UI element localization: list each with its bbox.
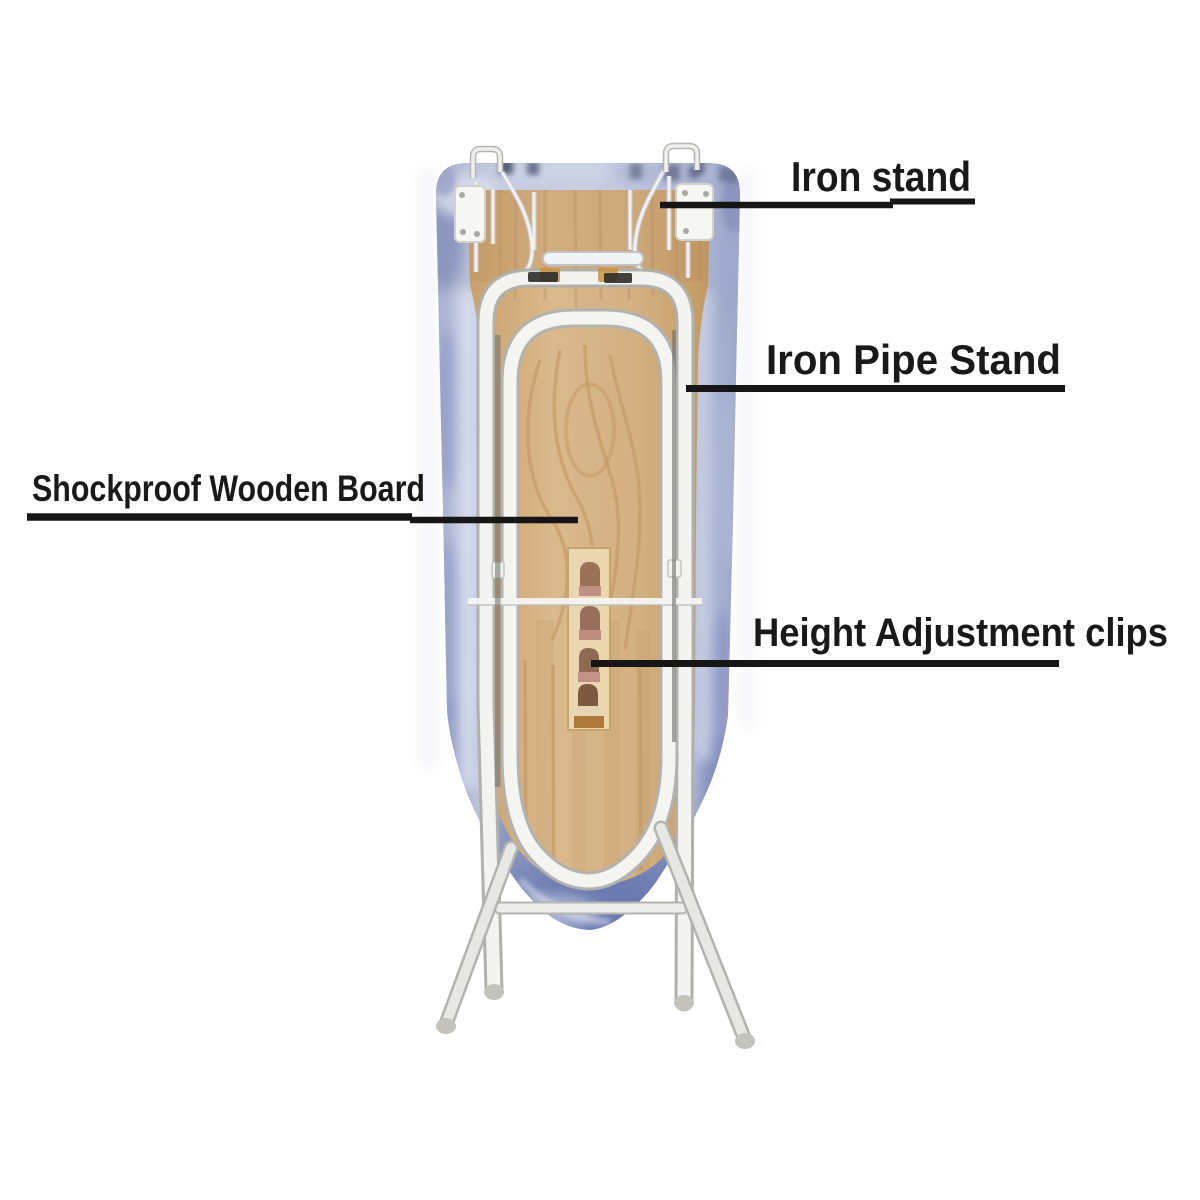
svg-text:Shockproof Wooden Board: Shockproof Wooden Board: [32, 468, 425, 509]
svg-text:Height Adjustment clips: Height Adjustment clips: [753, 611, 1168, 655]
svg-text:Iron Pipe Stand: Iron Pipe Stand: [766, 336, 1061, 383]
svg-text:Iron stand: Iron stand: [791, 153, 971, 200]
